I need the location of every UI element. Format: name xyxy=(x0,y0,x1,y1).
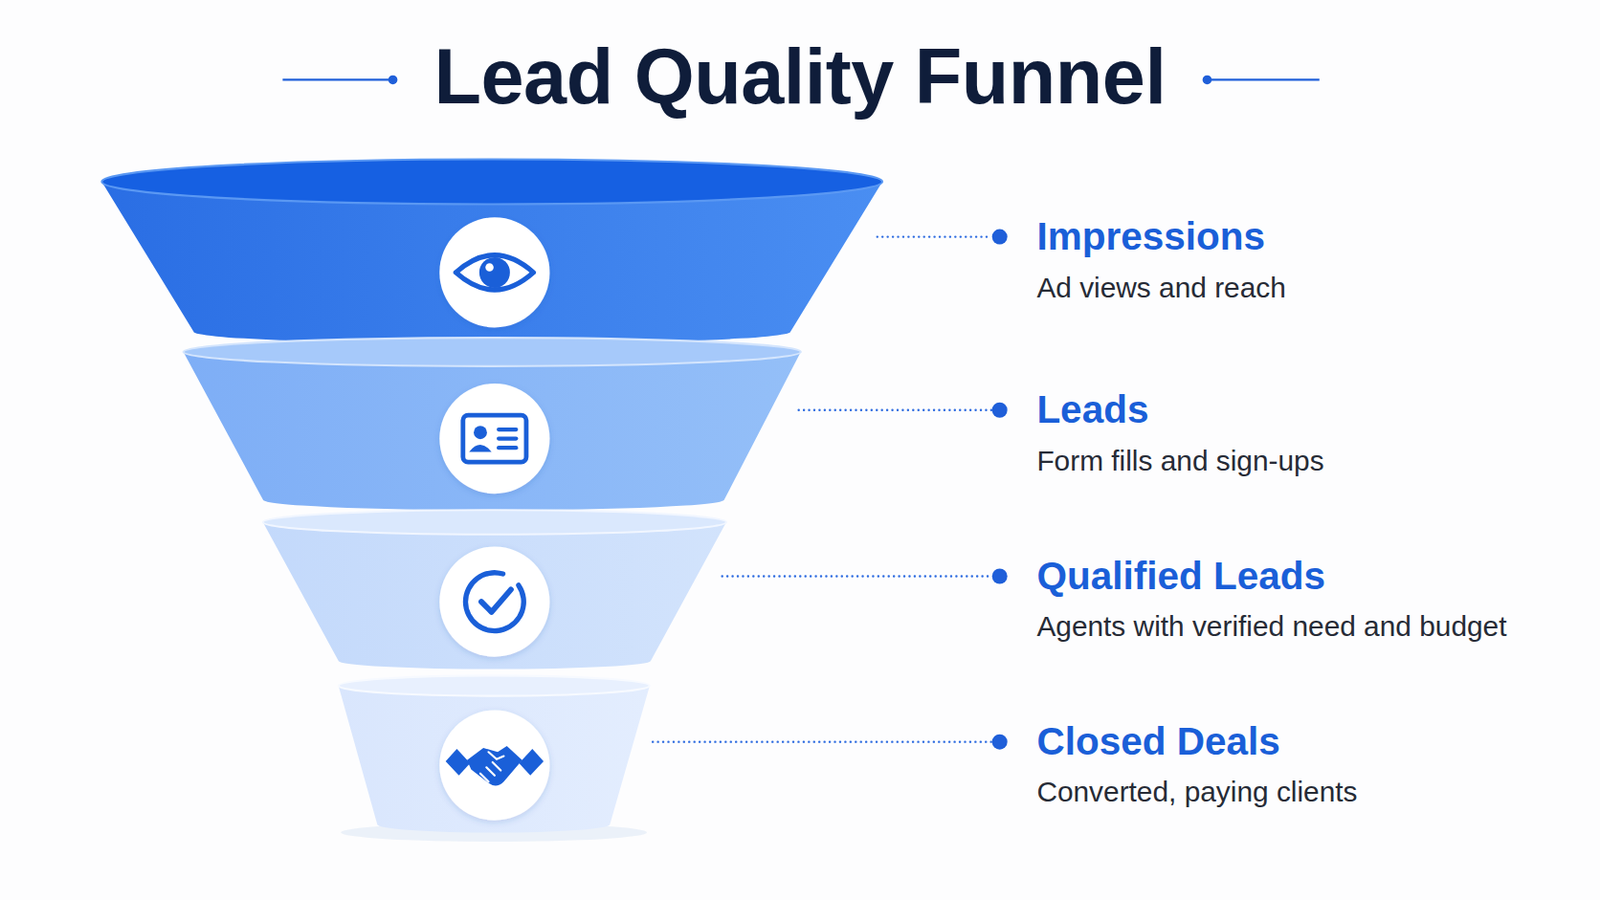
card-line xyxy=(498,445,516,450)
stage-shape xyxy=(96,491,1592,692)
leader-line xyxy=(877,235,992,238)
funnel-stage: LeadsForm fills and sign-ups xyxy=(96,321,1592,534)
funnel-rim xyxy=(102,158,884,204)
stage-description: Form fills and sign-ups xyxy=(1036,444,1324,478)
eye-highlight xyxy=(486,263,495,272)
title-rule xyxy=(1211,78,1320,81)
stage-description: Agents with verified need and budget xyxy=(1036,610,1507,644)
hand-finger xyxy=(487,767,496,777)
eye-outline xyxy=(456,255,534,290)
leader-dot xyxy=(992,733,1008,750)
hand-finger xyxy=(492,762,502,772)
stage-heading: Closed Deals xyxy=(1036,719,1280,765)
hand-sleeve xyxy=(519,749,545,777)
funnel-band xyxy=(338,675,650,833)
check-mark xyxy=(481,589,512,612)
check-ring xyxy=(463,570,527,634)
funnel-band xyxy=(263,510,727,669)
icon-badge xyxy=(440,383,551,494)
stage-heading: Impressions xyxy=(1036,214,1266,260)
leader-dot xyxy=(992,402,1008,419)
leader-dot xyxy=(992,568,1008,584)
stage-icon xyxy=(456,255,534,290)
stage-description: Ad views and reach xyxy=(1036,271,1286,305)
icon-badge xyxy=(440,217,551,328)
eye-pupil xyxy=(479,257,511,289)
icon-badge xyxy=(440,710,551,821)
stage-icon xyxy=(445,745,544,786)
title-rule-dot xyxy=(388,75,399,86)
title-rule-dot xyxy=(1202,75,1213,86)
stage-shape xyxy=(96,655,1592,856)
stage-icon xyxy=(463,570,527,634)
diagram-title: Lead Quality Funnel xyxy=(0,32,1600,122)
stage-shape xyxy=(96,321,1592,534)
card-line xyxy=(498,436,516,441)
title-rule xyxy=(282,78,389,81)
card-head xyxy=(473,425,488,440)
funnel-band xyxy=(102,158,884,344)
stage-heading: Qualified Leads xyxy=(1036,554,1326,600)
stage-shape xyxy=(96,151,1592,367)
funnel-stage: Closed DealsConverted, paying clients xyxy=(96,655,1592,856)
stage-icon xyxy=(463,415,527,463)
hand-sleeve xyxy=(445,749,471,777)
funnel-rim xyxy=(338,675,650,696)
funnel-rim xyxy=(183,337,801,367)
card-outline xyxy=(463,415,527,463)
hand-thumb xyxy=(488,752,505,759)
card-line xyxy=(498,427,516,432)
icon-badge xyxy=(440,547,551,658)
leader-line xyxy=(652,740,992,743)
funnel-stage: Impressions Ad views and reach xyxy=(96,151,1592,367)
leader-dot xyxy=(992,228,1008,245)
hand-finger xyxy=(480,773,489,782)
leader-line xyxy=(722,575,993,578)
card-body xyxy=(469,444,492,452)
leader-line xyxy=(799,408,993,411)
funnel-stage: Qualified LeadsAgents with verified need… xyxy=(96,491,1592,692)
funnel-band xyxy=(183,337,801,511)
stage-description: Converted, paying clients xyxy=(1036,776,1357,809)
funnel-rim xyxy=(263,510,727,535)
stage-heading: Leads xyxy=(1036,387,1149,433)
hand-clasp xyxy=(466,745,523,786)
